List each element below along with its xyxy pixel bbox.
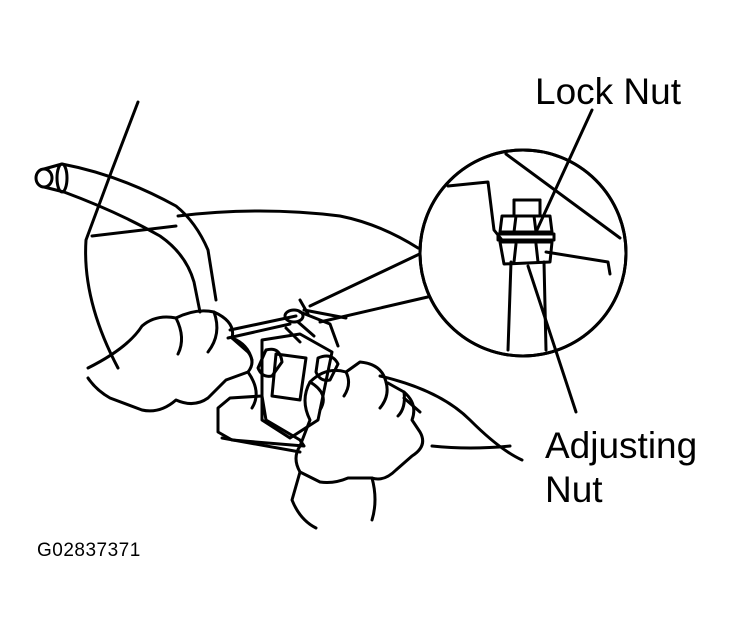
right-hand bbox=[290, 354, 425, 530]
brake-mechanism bbox=[216, 310, 340, 454]
parking-brake-lever bbox=[34, 162, 218, 314]
callout-leader-lines bbox=[526, 108, 594, 414]
console-outline bbox=[84, 100, 524, 462]
wrench-and-nut bbox=[283, 308, 348, 344]
detail-magnifier-circle bbox=[418, 148, 628, 358]
adjusting-nut-label-line2: Nut bbox=[545, 469, 603, 510]
figure-code: G02837371 bbox=[37, 540, 141, 561]
lock-nut-label: Lock Nut bbox=[535, 71, 682, 112]
adjusting-nut-label: Adjusting Nut bbox=[545, 424, 697, 512]
magnifier-pointer bbox=[298, 248, 434, 324]
adjusting-nut-label-line1: Adjusting bbox=[545, 425, 698, 466]
left-hand bbox=[86, 309, 284, 413]
